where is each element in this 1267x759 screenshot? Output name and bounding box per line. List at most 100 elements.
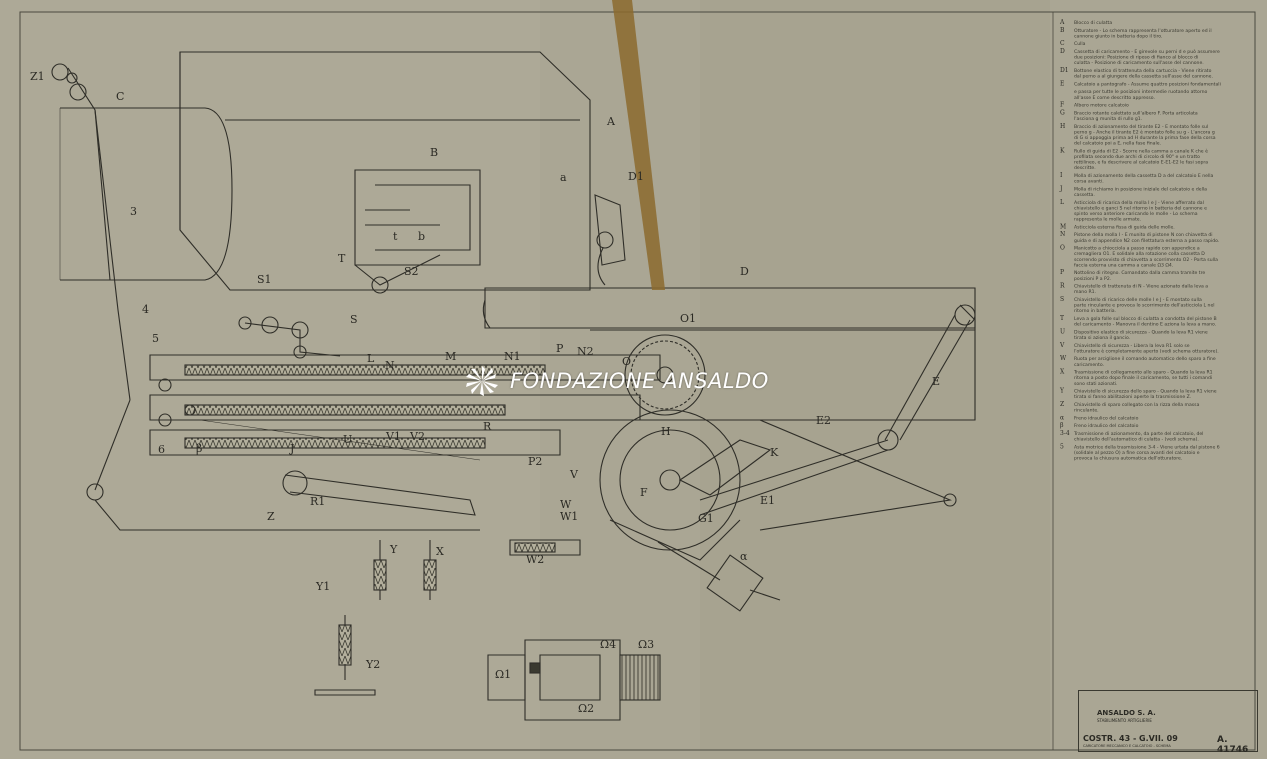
legend-text: Trasmissione di collegamento allo sparo …	[1073, 370, 1213, 387]
legend-text: Manicotto a chiocciola a passo rapido co…	[1074, 246, 1218, 269]
legend-key: β	[1060, 422, 1064, 429]
part-label: O1	[680, 312, 696, 325]
legend-text: Rullo di guida di E2 - Scorre nella camm…	[1074, 147, 1208, 171]
part-label: A	[606, 115, 616, 128]
legend-key: S	[1060, 296, 1064, 303]
legend-text: Otturatore - Lo schema rappresenta l'ott…	[1074, 28, 1212, 40]
legend-text: Bottone elastico di trattenuta della car…	[1074, 68, 1213, 80]
part-label: W	[560, 498, 572, 511]
part-label: U	[343, 433, 352, 446]
legend-text: Freno idraulico del calcatoio	[1074, 423, 1139, 429]
legend-key: Y	[1059, 388, 1065, 395]
watermark-text: FONDAZIONE ANSALDO	[510, 369, 769, 393]
part-label: Ω2	[578, 702, 594, 715]
part-label: C	[116, 90, 124, 103]
legend-text: Trasmissione di azionamento, da parte de…	[1073, 431, 1203, 443]
legend-key: T	[1060, 315, 1064, 322]
title-block: ANSALDO S. A. STABILIMENTO ARTIGLIERIE C…	[1078, 690, 1258, 755]
title-block-description: CARICATORE MECCANICO E CALCATOIO - SCHEM…	[1083, 744, 1171, 748]
part-label: S1	[257, 273, 272, 286]
part-label: H	[661, 425, 671, 438]
legend-key: E	[1060, 80, 1064, 87]
legend-text: Cassetta di caricamento - E girevole su …	[1074, 48, 1220, 66]
part-label: Y2	[365, 658, 380, 671]
legend-key: M	[1060, 223, 1066, 230]
part-label: E2	[816, 414, 831, 427]
legend-key: V	[1059, 342, 1065, 349]
part-label: Y1	[315, 580, 330, 593]
legend-key: A	[1059, 19, 1065, 26]
part-label: 6	[158, 443, 165, 456]
legend-text: Ruota per arciglione il comando automati…	[1074, 356, 1216, 368]
part-label: P2	[528, 455, 542, 468]
part-label: α	[740, 550, 748, 563]
part-label: X	[436, 545, 444, 558]
part-label: Y	[389, 543, 398, 556]
legend-key: P	[1060, 269, 1064, 276]
part-label: O	[622, 355, 631, 368]
legend-text: Culla	[1074, 41, 1086, 47]
legend-key: N	[1060, 231, 1065, 238]
legend-key: C	[1060, 40, 1065, 47]
legend-key: R	[1060, 283, 1065, 290]
part-label: 5	[152, 332, 159, 345]
legend-text: Braccio di azionamento del tirante E2 - …	[1074, 124, 1216, 147]
legend-key: H	[1060, 123, 1065, 130]
legend-key: I	[1060, 172, 1063, 179]
part-label: W1	[560, 510, 578, 523]
legend-text: Nottolino di ritegno. Comandato dalla ca…	[1074, 270, 1205, 282]
part-label: P	[556, 342, 564, 355]
legend-key: X	[1060, 369, 1065, 376]
legend-key: D	[1060, 48, 1065, 55]
part-label: V	[569, 468, 579, 481]
part-label: V1	[385, 430, 401, 443]
part-label: β	[196, 442, 202, 455]
part-label: K	[770, 446, 779, 459]
part-label: T	[338, 252, 346, 265]
part-label: J	[289, 442, 294, 455]
part-label: a	[560, 171, 567, 184]
legend-text: Chiavistello di sicurezza dello sparo - …	[1074, 389, 1217, 401]
legend-key: Z	[1060, 401, 1064, 408]
part-label: Ω3	[638, 638, 654, 651]
mechanism-drawing	[51, 51, 976, 721]
part-label: S	[350, 313, 358, 326]
part-label: 3	[130, 205, 137, 218]
part-label: V2	[409, 430, 425, 443]
legend-text: Asticciola di ricarica della molla I e J…	[1074, 200, 1207, 223]
legend-text: Chiavistello di sicurezza - Libera la le…	[1074, 343, 1219, 355]
ansaldo-swirl-logo-icon	[466, 366, 498, 396]
legend-key: J	[1059, 185, 1063, 192]
title-block-drawing-number: A. 41746	[1217, 735, 1249, 755]
part-label: E1	[760, 494, 775, 507]
part-label: N	[385, 359, 395, 372]
legend-text: Albero motore calcatoio	[1074, 103, 1129, 109]
legend-text: Dispositivo elastico di sicurezza - Quan…	[1074, 329, 1208, 341]
part-label: b	[418, 230, 425, 243]
part-label: Ω4	[600, 638, 616, 651]
part-label: D1	[628, 170, 644, 183]
legend-text: Chiavistello di sparo collegato con la r…	[1074, 402, 1200, 414]
legend-key: W	[1060, 355, 1067, 362]
legend-key: 3-4	[1060, 430, 1070, 437]
part-label: 4	[142, 303, 149, 316]
legend-key: B	[1060, 27, 1065, 34]
part-label: N1	[504, 350, 521, 363]
title-block-company: ANSALDO S. A.	[1097, 709, 1156, 717]
legend-text: Calcatoio a pantografo - Assume quattro …	[1074, 81, 1221, 87]
part-labels: A B C D E F H J K L M N O P R S T U V W …	[30, 70, 940, 715]
legend-key: K	[1060, 147, 1065, 154]
part-label: D	[740, 265, 749, 278]
part-label: S2	[404, 265, 419, 278]
adhesive-tape-strip	[612, 0, 665, 290]
title-block-subtitle: STABILIMENTO ARTIGLIERIE	[1097, 718, 1152, 723]
part-label: F	[640, 486, 648, 499]
watermark: FONDAZIONE ANSALDO	[462, 364, 769, 398]
legend-text: Molla di azionamento della cassetta D a …	[1074, 173, 1214, 185]
part-label: Z	[267, 510, 275, 523]
part-label: W2	[526, 553, 544, 566]
legend-text: Pistone della molla I - E munito di pist…	[1074, 232, 1219, 244]
part-label: L	[367, 352, 375, 365]
